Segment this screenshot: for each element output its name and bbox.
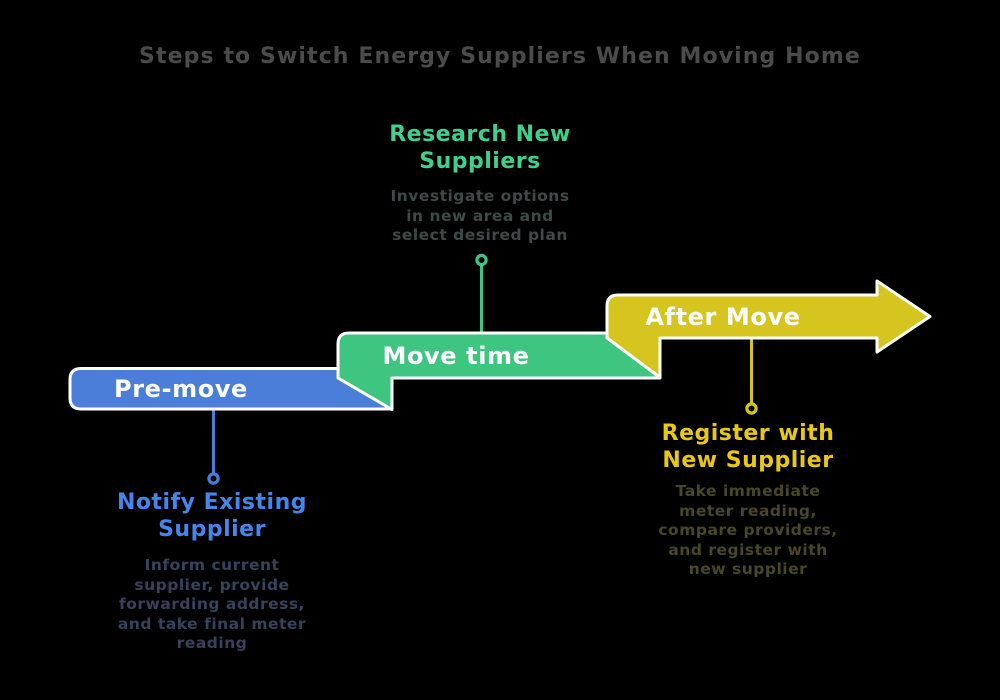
ribbon-pre-move bbox=[68, 367, 394, 411]
connector-dot-after-move bbox=[745, 402, 758, 415]
connector-dot-pre-move bbox=[207, 472, 220, 485]
callout-heading-notify-existing-supplier: Notify Existing Supplier bbox=[117, 490, 307, 542]
connector-dot-move-time bbox=[475, 253, 488, 267]
ribbon-move-time bbox=[336, 331, 662, 411]
ribbon-label-after-move: After Move bbox=[645, 302, 801, 331]
ribbon-label-move-time: Move time bbox=[382, 341, 530, 370]
callout-body-register-with-new-supplier: Take immediate meter reading, compare pr… bbox=[658, 482, 838, 578]
ribbon-after-move-arrow bbox=[605, 279, 932, 379]
callout-heading-research-new-suppliers: Research New Suppliers bbox=[389, 122, 571, 174]
callout-body-notify-existing-supplier: Inform current supplier, provide forward… bbox=[117, 556, 307, 652]
ribbon-label-pre-move: Pre-move bbox=[114, 375, 248, 403]
callout-body-research-new-suppliers: Investigate options in new area and sele… bbox=[390, 187, 570, 244]
diagram-title: Steps to Switch Energy Suppliers When Mo… bbox=[139, 44, 861, 69]
callout-heading-register-with-new-supplier: Register with New Supplier bbox=[661, 421, 835, 473]
